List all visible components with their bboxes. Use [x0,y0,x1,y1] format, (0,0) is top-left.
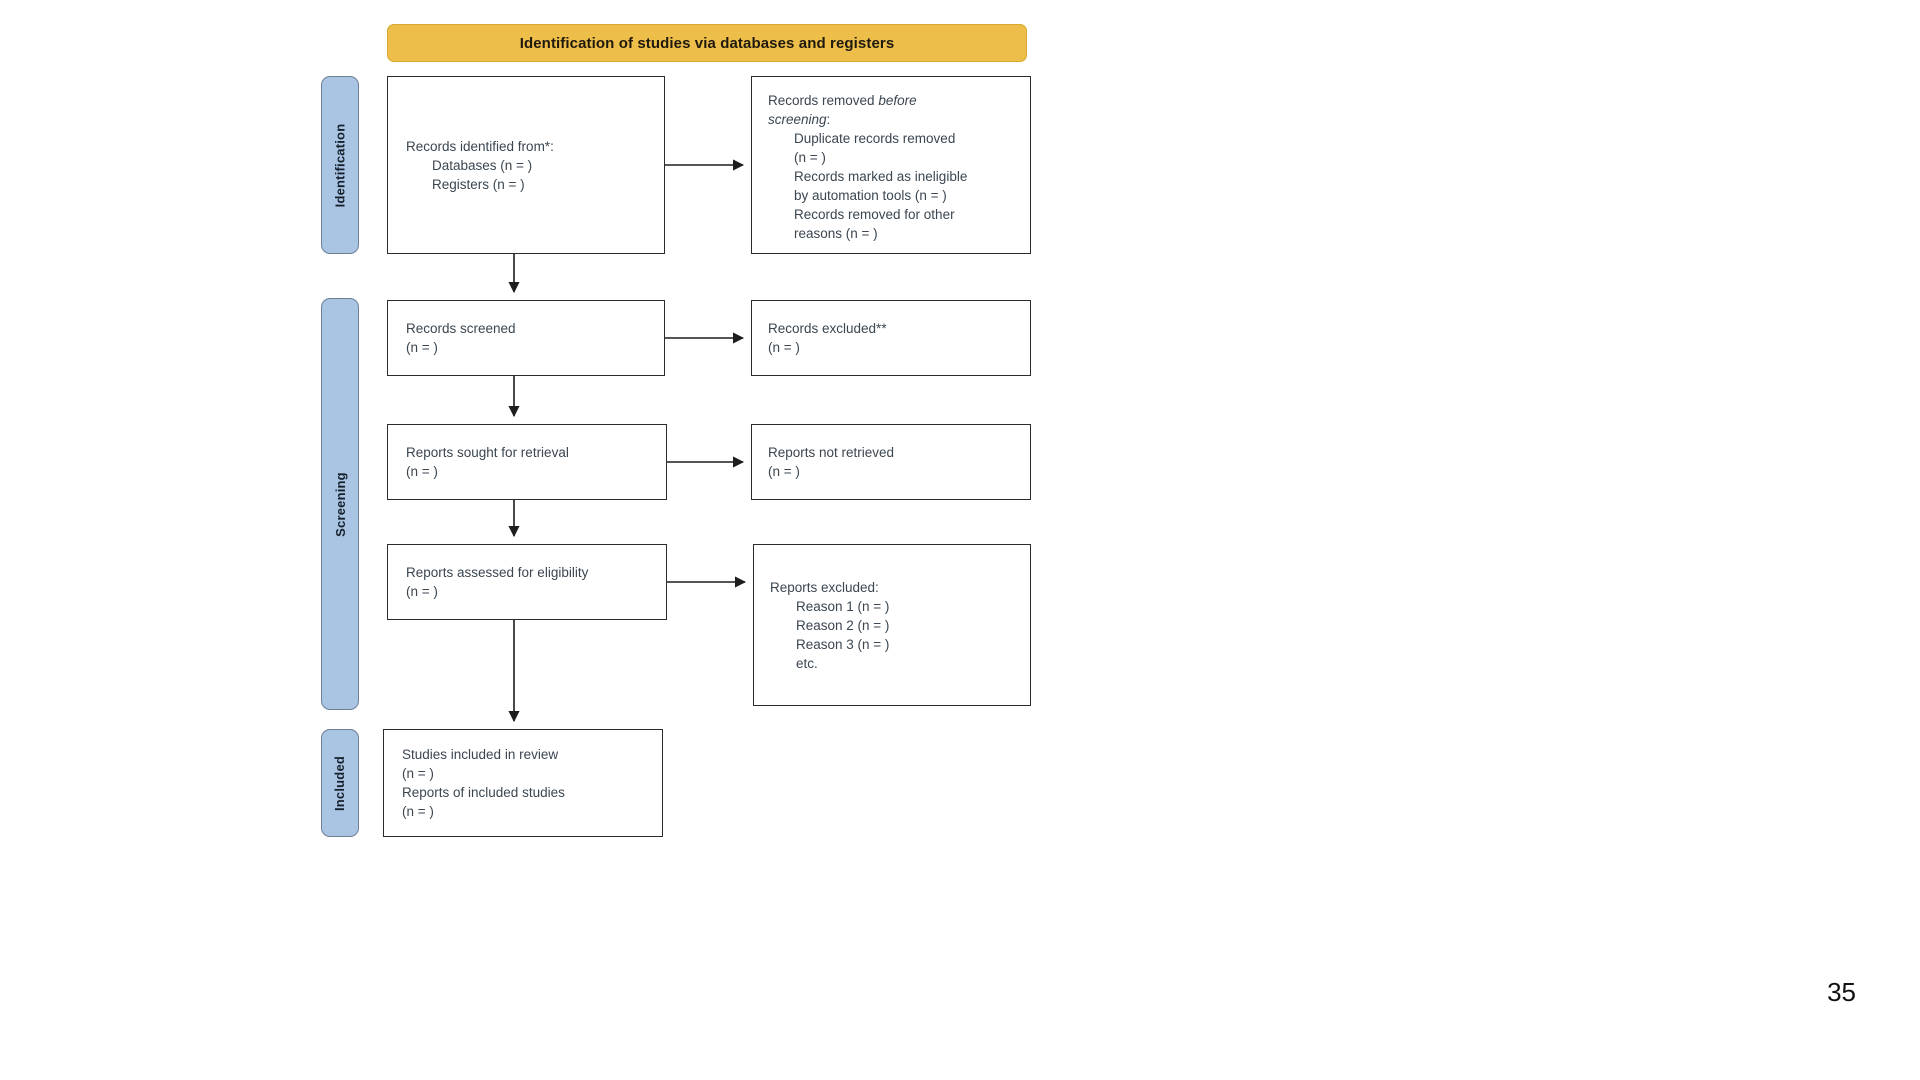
records-identified-registers: Registers (n = ) [432,176,525,192]
records-removed-other-line-2: reasons (n = ) [794,226,878,241]
box-reports-assessed-for-eligibility: Reports assessed for eligibility (n = ) [387,544,667,620]
box-reports-sought-for-retrieval: Reports sought for retrieval (n = ) [387,424,667,500]
records-screened-count: (n = ) [406,340,438,355]
box-records-screened: Records screened (n = ) [387,300,665,376]
reports-sought-label: Reports sought for retrieval [406,445,569,460]
records-removed-other-line-1: Records removed for other [794,207,955,222]
stage-rail-screening-label: Screening [332,471,348,537]
reports-of-included-count: (n = ) [402,804,434,819]
records-removed-text: Records removed [768,93,875,108]
reports-excluded-reason-2: Reason 2 (n = ) [796,617,890,633]
box-records-removed-before-screening: Records removed before screening: Duplic… [751,76,1031,254]
reports-excluded-reason-3: Reason 3 (n = ) [796,636,890,652]
duplicate-records-removed-count: (n = ) [794,150,826,165]
reports-assessed-label: Reports assessed for eligibility [406,565,589,580]
reports-not-retrieved-label: Reports not retrieved [768,445,895,460]
box-records-excluded: Records excluded** (n = ) [751,300,1031,376]
records-removed-before-italic: before [878,93,917,108]
reports-assessed-count: (n = ) [406,584,438,599]
duplicate-records-removed-label: Duplicate records removed [794,131,956,146]
box-reports-excluded: Reports excluded: Reason 1 (n = ) Reason… [753,544,1031,706]
box-studies-included-in-review: Studies included in review (n = ) Report… [383,729,663,837]
records-identified-line-1: Records identified from*: [406,138,554,154]
reports-sought-count: (n = ) [406,464,438,479]
reports-excluded-reason-1: Reason 1 (n = ) [796,598,890,614]
reports-of-included-label: Reports of included studies [402,785,565,800]
page-number: 35 [1827,977,1856,1007]
reports-excluded-etc: etc. [796,655,818,671]
records-removed-line-2: screening: [768,110,1016,129]
records-removed-line-1: Records removed before [768,91,1016,110]
records-screened-label: Records screened [406,321,516,336]
reports-not-retrieved-count: (n = ) [768,464,800,479]
records-identified-databases: Databases (n = ) [432,157,533,173]
identification-banner: Identification of studies via databases … [387,24,1027,62]
stage-rail-identification-label: Identification [332,123,348,207]
records-excluded-label: Records excluded** [768,321,887,336]
records-ineligible-line-1: Records marked as ineligible [794,169,968,184]
reports-excluded-label: Reports excluded: [770,579,879,595]
studies-included-count: (n = ) [402,766,434,781]
records-excluded-count: (n = ) [768,340,800,355]
banner-label: Identification of studies via databases … [519,34,895,52]
box-reports-not-retrieved: Reports not retrieved (n = ) [751,424,1031,500]
stage-rail-included-label: Included [332,755,348,811]
records-removed-colon: : [826,112,831,127]
box-records-identified: Records identified from*: Databases (n =… [387,76,665,254]
studies-included-label: Studies included in review [402,747,559,762]
stage-rail-screening: Screening [321,298,359,710]
records-ineligible-line-2: by automation tools (n = ) [794,188,947,203]
records-removed-screening-italic: screening [768,112,827,127]
stage-rail-included: Included [321,729,359,837]
stage-rail-identification: Identification [321,76,359,254]
